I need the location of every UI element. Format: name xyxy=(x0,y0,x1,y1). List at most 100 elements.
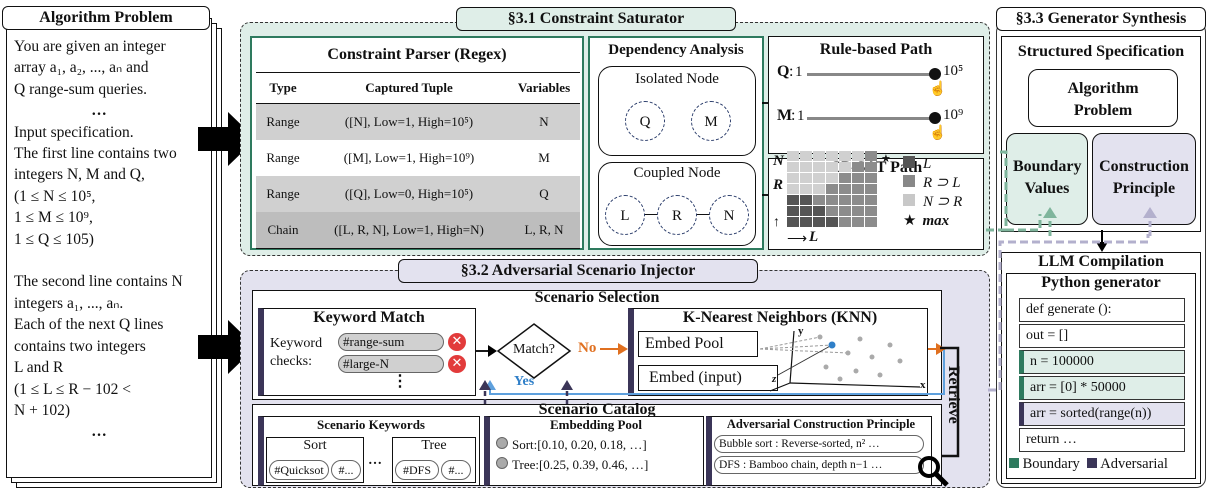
problem-line: … xyxy=(91,423,107,441)
embed-pool-box: Embed Pool xyxy=(638,331,758,357)
knn-3d-plot xyxy=(760,330,921,392)
code-line: arr = [0] * 50000 xyxy=(1019,376,1185,400)
code-line: n = 100000 xyxy=(1019,350,1185,374)
embedding-pool-box: Embedding Pool Sort:[0.10, 0.20, 0.18, …… xyxy=(484,416,704,486)
llm-title: LLM Compilation xyxy=(1038,253,1164,270)
code-legend: Boundary Adversarial xyxy=(1009,456,1195,473)
axis-z: z xyxy=(772,373,777,385)
saturator-title: §3.1 Constraint Saturator xyxy=(456,7,736,31)
tree-label: Tree xyxy=(421,438,447,453)
scenario-keywords-title: Scenario Keywords xyxy=(317,417,425,432)
rule-path-box: Rule-based Path Q : 1 10⁵ ☝ M : 1 10⁹ ☝ xyxy=(768,36,984,154)
tag-chip: #... xyxy=(441,460,471,480)
scenario-keywords-box: Scenario Keywords Sort #Quicksot #... … … xyxy=(258,416,480,486)
grid-cell xyxy=(787,173,799,183)
table-row: Chain([L, R, N], Low=1, High=N)L, R, N xyxy=(256,212,580,249)
grid-cell xyxy=(826,151,838,161)
grid-cell xyxy=(852,173,864,183)
grid-cell xyxy=(852,184,864,194)
grid-cell xyxy=(839,217,851,227)
keyword-chip: #large-N xyxy=(338,355,444,373)
arrow-to-construction xyxy=(1143,207,1157,236)
generator-title: §3.3 Generator Synthesis xyxy=(996,7,1206,31)
keyword-checks-label: Keyword checks: xyxy=(270,336,323,369)
injector-title: §3.2 Adversarial Scenario Injector xyxy=(398,259,758,283)
grid-cell xyxy=(826,173,838,183)
grid-cell xyxy=(826,217,838,227)
grid-cell xyxy=(813,151,825,161)
grid-cell xyxy=(839,162,851,172)
problem-line: contains two integers xyxy=(14,337,146,355)
algo-problem-box: Algorithm Problem xyxy=(1028,69,1178,127)
grid-cell xyxy=(852,162,864,172)
grid-cell xyxy=(813,217,825,227)
isolated-node-label: Isolated Node xyxy=(635,71,719,87)
grid-cell xyxy=(826,184,838,194)
problem-line: (1 ≤ N ≤ 10⁵, xyxy=(14,187,96,205)
close-icon: ✕ xyxy=(448,333,466,351)
star-icon: ★ xyxy=(903,213,917,229)
grid-cell xyxy=(800,151,812,161)
grid-cell xyxy=(865,217,877,227)
code-line: out = [] xyxy=(1019,324,1185,348)
match-diamond xyxy=(496,323,572,379)
grid-cell xyxy=(787,162,799,172)
grid-cell xyxy=(865,151,877,161)
table-row: Range([N], Low=1, High=10⁵)N xyxy=(256,103,580,140)
grid-cell xyxy=(813,195,825,205)
pointer-icon: ☝ xyxy=(929,82,947,97)
tag-chip: #Quicksot xyxy=(269,460,329,480)
cpsat-grid xyxy=(787,151,887,231)
grid-cell xyxy=(839,206,851,216)
node-l: L xyxy=(605,195,645,235)
grid-cell xyxy=(839,151,851,161)
code-line: def generate (): xyxy=(1019,298,1185,322)
parser-title: Constraint Parser (Regex) xyxy=(327,46,507,63)
rule-var-m: M xyxy=(777,107,793,124)
grid-cell xyxy=(839,173,851,183)
grid-cell xyxy=(800,217,812,227)
sort-label: Sort xyxy=(303,438,327,453)
adv-principle-box: Adversarial Construction Principle Bubbl… xyxy=(706,416,932,486)
grid-cell xyxy=(787,184,799,194)
embedding-pool-title: Embedding Pool xyxy=(549,417,643,432)
saturator-to-generator-connector xyxy=(986,150,1042,232)
problem-line: (1 ≤ L ≤ R − 102 < xyxy=(14,380,132,398)
grid-cell xyxy=(852,206,864,216)
legend-boundary: Boundary xyxy=(1022,456,1080,472)
grid-cell xyxy=(800,173,812,183)
axis-x: x xyxy=(920,379,926,391)
code-line: return … xyxy=(1019,428,1185,452)
problem-line: N + 102) xyxy=(14,401,71,419)
arrow-to-match xyxy=(476,345,497,357)
match-label: Match? xyxy=(513,342,555,357)
rule-high-m: 10⁹ xyxy=(943,107,964,123)
col-tuple: Captured Tuple xyxy=(365,80,453,95)
grid-cell xyxy=(813,162,825,172)
arrow-to-boundary xyxy=(1043,207,1057,236)
grid-cell xyxy=(839,184,851,194)
code-line: arr = sorted(range(n)) xyxy=(1019,402,1185,426)
rule-path-title: Rule-based Path xyxy=(819,41,933,58)
catalog-title: Scenario Catalog xyxy=(538,401,656,418)
col-type: Type xyxy=(269,80,297,95)
embedding-row: Tree:[0.25, 0.39, 0.46, …] xyxy=(496,457,648,473)
rule-low-m: 1 xyxy=(797,108,805,124)
grid-cell xyxy=(865,184,877,194)
node-n: N xyxy=(709,195,749,235)
grid-cell xyxy=(865,162,877,172)
keyword-match-box: Keyword Match Keyword checks: #range-sum… xyxy=(258,308,476,396)
no-label: No xyxy=(578,340,597,356)
close-icon: ✕ xyxy=(448,355,466,373)
sort-group: Sort #Quicksot #... xyxy=(266,437,364,483)
cpsat-axis-r: R xyxy=(773,177,784,193)
grid-cell xyxy=(800,206,812,216)
node-r: R xyxy=(657,195,697,235)
legend-n: N ⊃ R xyxy=(923,194,963,210)
keyword-chip: #range-sum xyxy=(338,333,444,351)
cpsat-legend: L R ⊃ L N ⊃ R ★max xyxy=(903,155,983,231)
rule-low-q: 1 xyxy=(795,64,803,80)
node-q: Q xyxy=(625,101,665,141)
grid-cell xyxy=(800,195,812,205)
problem-panel xyxy=(6,18,224,488)
